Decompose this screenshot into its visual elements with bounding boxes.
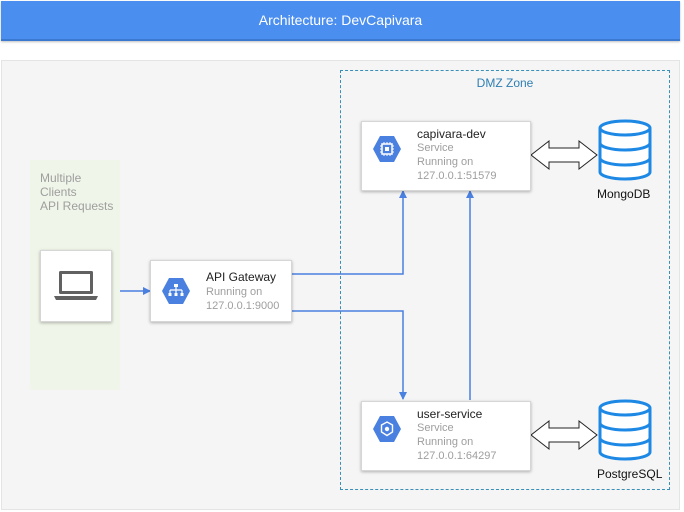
clients-label-line: Clients [40,185,77,199]
mongodb-label: MongoDB [597,187,651,201]
clients-laptop-node[interactable] [40,250,112,322]
database-icon [598,119,652,181]
capivara-dev-node[interactable]: capivara-dev Service Running on 127.0.0.… [361,121,531,191]
service-name: capivara-dev [417,127,486,141]
diagram-title: Architecture: DevCapivara [1,1,680,41]
clients-label-line: Multiple [40,171,82,185]
gateway-hex-icon [162,278,190,304]
api-gateway-node[interactable]: API Gateway Running on 127.0.0.1:9000 [150,260,292,322]
gateway-address: 127.0.0.1:9000 [206,300,280,312]
postgresql-label: PostgreSQL [597,467,663,481]
gateway-status: Running on [206,286,263,298]
connector-gateway-to-user-service [292,310,407,400]
gateway-name: API Gateway [206,270,277,284]
clients-label: Multiple Clients API Requests [40,171,120,213]
kubernetes-hex-icon [373,416,401,442]
database-icon [598,399,652,461]
service-type: Service [417,142,454,154]
dmz-zone [340,70,670,490]
service-status: Running on [417,436,474,448]
connector-gateway-to-capivara [292,190,407,275]
clients-label-line: API Requests [40,199,114,213]
compute-hex-icon [373,136,401,162]
service-address: 127.0.0.1:64297 [417,450,497,462]
double-arrow-mongodb [530,139,598,171]
service-type: Service [417,422,454,434]
user-service-node[interactable]: user-service Service Running on 127.0.0.… [361,401,531,471]
service-address: 127.0.0.1:51579 [417,170,497,182]
service-status: Running on [417,156,474,168]
service-name: user-service [417,407,483,421]
dmz-zone-label: DMZ Zone [476,76,534,90]
double-arrow-postgresql [530,419,598,451]
laptop-icon [54,271,98,300]
